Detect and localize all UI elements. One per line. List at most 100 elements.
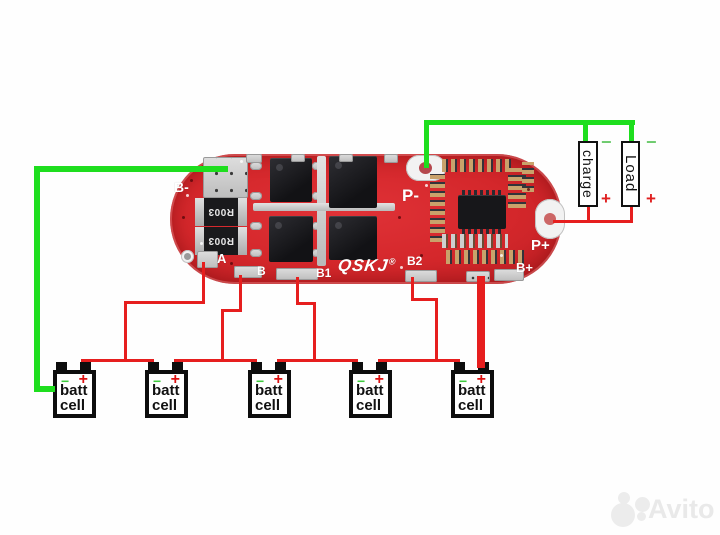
smd-components-strip [442, 234, 508, 248]
watermark-circle-icon [635, 497, 650, 512]
resistor-cap [238, 227, 247, 255]
watermark-circle-icon [637, 512, 646, 521]
b-label: B [257, 264, 266, 278]
watermark-text: Avito [648, 494, 715, 524]
ic-pins [462, 190, 502, 195]
ic-pins [462, 229, 502, 234]
load-plus-wire [630, 205, 633, 222]
balance-wire-a [124, 301, 205, 304]
shunt-resistor: R003 [195, 198, 247, 226]
mounting-hole-center [184, 253, 191, 260]
plus-symbol: + [170, 371, 180, 388]
brand-text: QSKJ [336, 256, 390, 275]
series-link-wire [81, 359, 154, 362]
minus-symbol: − [357, 373, 366, 389]
series-link-wire [174, 359, 257, 362]
balance-wire-b [239, 275, 242, 312]
gate-pad [250, 162, 262, 170]
edge-pad [246, 154, 262, 163]
cell-minus-terminal [352, 362, 363, 371]
balance-wire-b2 [411, 298, 438, 301]
gate-pad [250, 249, 262, 257]
smd-components-strip [430, 174, 445, 242]
p-plus-label: P+ [531, 237, 550, 254]
series-link-wire [277, 359, 358, 362]
mosfet [329, 156, 377, 208]
balance-wire-a [124, 301, 127, 362]
a-label: A [217, 251, 227, 266]
plus-symbol: + [374, 371, 384, 388]
cell-label-line2: cell [458, 397, 484, 414]
charge-label: charge [580, 149, 596, 199]
balance-wire-b2 [435, 298, 438, 362]
edge-pad [291, 154, 305, 162]
pminus-green-wire [424, 120, 429, 168]
via-dot [425, 184, 428, 187]
plus-symbol: + [476, 371, 486, 388]
bminus-green-wire [34, 166, 228, 172]
battery-cell-3: − + batt cell [248, 362, 291, 418]
cell-label: batt cell [60, 383, 88, 413]
via-dot [398, 216, 401, 219]
cell-minus-terminal [454, 362, 465, 371]
cell-label-line1: batt [356, 382, 384, 399]
cell-plus-terminal [275, 362, 286, 371]
cell-minus-terminal [251, 362, 262, 371]
via-dot [182, 216, 185, 219]
cell-label-line1: batt [458, 382, 486, 399]
brand-logo: QSKJ® [336, 256, 398, 275]
charge-minus-symbol: − [601, 132, 612, 152]
bplus-thick-wire [477, 276, 485, 368]
cell-plus-terminal [376, 362, 387, 371]
via-dot [527, 188, 530, 191]
b2-pad [405, 270, 437, 282]
load-plus-symbol: + [646, 189, 656, 208]
b-plus-label: B+ [516, 260, 533, 275]
via-dot [200, 242, 203, 245]
minus-symbol: − [256, 373, 265, 389]
heatsink-strip [253, 203, 395, 211]
cell-label-line1: batt [60, 382, 88, 399]
load-label: Load [622, 155, 639, 193]
balance-wire-b1 [296, 302, 316, 305]
cell-label: batt cell [255, 383, 283, 413]
edge-pad [339, 154, 353, 162]
minus-symbol: − [459, 373, 468, 389]
via-dot [400, 266, 403, 269]
registered-mark: ® [388, 256, 398, 267]
resistor-cap [238, 198, 247, 226]
bminus-green-wire [34, 386, 55, 392]
balance-wire-b [221, 309, 224, 362]
cell-label-line2: cell [60, 397, 86, 414]
balance-wire-b1 [313, 302, 316, 362]
gate-pad [250, 222, 262, 230]
b2-label: B2 [407, 254, 423, 268]
cell-label-line2: cell [152, 397, 178, 414]
cell-label: batt cell [356, 383, 384, 413]
minus-symbol: − [61, 373, 70, 389]
a-pad [197, 251, 218, 268]
cell-label-line1: batt [152, 382, 180, 399]
protection-ic [458, 190, 506, 234]
load-box: Load [621, 141, 640, 207]
p-minus-label: P- [402, 186, 419, 205]
edge-pad [384, 154, 398, 163]
via-dot [190, 179, 193, 182]
mosfet [269, 216, 313, 262]
b-plus-pad [494, 269, 524, 281]
charge-plus-wire [587, 205, 590, 222]
via-dot [420, 254, 423, 257]
charge-box: charge [578, 141, 598, 207]
b-minus-pad [203, 157, 248, 198]
plus-symbol: + [273, 371, 283, 388]
smd-components-strip [442, 159, 514, 172]
watermark-circle-icon [611, 503, 635, 527]
b1-label: B1 [316, 266, 332, 280]
p-plus-hole [544, 213, 556, 225]
mosfet [270, 158, 312, 202]
pminus-green-wire [424, 120, 635, 125]
bminus-green-wire [34, 166, 40, 392]
via-dot [500, 254, 503, 257]
load-minus-wire [629, 120, 634, 144]
